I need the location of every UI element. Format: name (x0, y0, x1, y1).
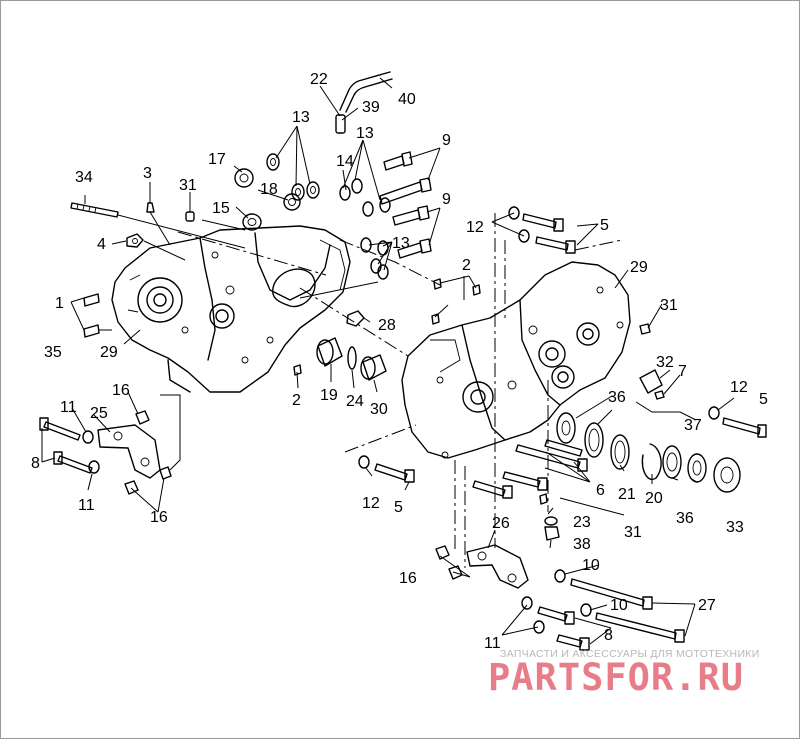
callout-31: 31 (660, 297, 678, 314)
callout-12: 12 (362, 495, 380, 512)
bearing-set-19-24-30 (316, 337, 387, 381)
callout-13: 13 (392, 235, 410, 252)
callout-37: 37 (684, 417, 702, 434)
callout-31: 31 (624, 524, 642, 541)
callout-28: 28 (378, 317, 396, 334)
callout-23: 23 (573, 514, 591, 531)
callout-2: 2 (462, 257, 471, 274)
lower-center-bolts (358, 439, 588, 541)
callout-36: 36 (608, 389, 626, 406)
callouts: 22 40 39 13 13 13 9 9 17 14 18 34 3 31 1… (31, 71, 768, 652)
callout-36: 36 (676, 510, 694, 527)
callout-40: 40 (398, 91, 416, 108)
callout-31: 31 (179, 177, 197, 194)
left-crankcase-half (111, 225, 351, 393)
callout-7: 7 (678, 363, 687, 380)
breather-tube (339, 71, 393, 113)
callout-13: 13 (292, 109, 310, 126)
callout-13: 13 (356, 125, 374, 142)
watermark: ЗАПЧАСТИ И АКСЕССУАРЫ ДЛЯ МОТОТЕХНИКИ PA… (488, 648, 760, 699)
callout-16: 16 (150, 509, 168, 526)
callout-5: 5 (394, 499, 403, 516)
callout-2: 2 (292, 392, 301, 409)
callout-10: 10 (610, 597, 628, 614)
top-right-bolts (508, 206, 651, 335)
watermark-logo: PARTSFOR.RU (488, 656, 744, 699)
callout-5: 5 (759, 391, 768, 408)
callout-6: 6 (596, 482, 605, 499)
callout-29: 29 (630, 259, 648, 276)
callout-8: 8 (31, 455, 40, 472)
callout-12: 12 (466, 219, 484, 236)
callout-24: 24 (346, 393, 364, 410)
breather-fitting (335, 114, 346, 134)
callout-3: 3 (143, 165, 152, 182)
callout-32: 32 (656, 354, 674, 371)
callout-12: 12 (730, 379, 748, 396)
callout-29: 29 (100, 344, 118, 361)
callout-14: 14 (336, 153, 354, 170)
callout-10: 10 (582, 557, 600, 574)
callout-9: 9 (442, 191, 451, 208)
callout-21: 21 (618, 486, 636, 503)
callout-26: 26 (492, 515, 510, 532)
callout-35: 35 (44, 344, 62, 361)
callout-16: 16 (112, 382, 130, 399)
callout-17: 17 (208, 151, 226, 168)
callout-20: 20 (645, 490, 663, 507)
alignment-lines (177, 213, 623, 568)
callout-1: 1 (55, 295, 64, 312)
callout-11: 11 (484, 635, 501, 652)
small-hardware (146, 153, 391, 280)
callout-11: 11 (60, 399, 77, 416)
bracket-26-assembly (435, 544, 685, 651)
callout-19: 19 (320, 387, 338, 404)
callout-16: 16 (399, 570, 417, 587)
callout-27: 27 (698, 597, 716, 614)
callout-38: 38 (573, 536, 591, 553)
callout-30: 30 (370, 401, 388, 418)
callout-15: 15 (212, 200, 230, 217)
bracket-25-assembly (39, 410, 172, 495)
right-bearing-stack (556, 369, 767, 493)
leader-lines (41, 77, 735, 645)
callout-4: 4 (97, 236, 106, 253)
callout-25: 25 (90, 405, 108, 422)
callout-9: 9 (442, 132, 451, 149)
callout-34: 34 (75, 169, 93, 186)
callout-8: 8 (604, 627, 613, 644)
watermark-tagline: ЗАПЧАСТИ И АКСЕССУАРЫ ДЛЯ МОТОТЕХНИКИ (500, 648, 760, 660)
stud-and-dowels (70, 202, 481, 376)
callout-33: 33 (726, 519, 744, 536)
callout-18: 18 (260, 181, 278, 198)
bolts-9 (379, 151, 432, 259)
callout-5: 5 (600, 217, 609, 234)
callout-11: 11 (78, 497, 95, 514)
callout-22: 22 (310, 71, 328, 88)
right-crankcase-half (401, 261, 631, 459)
callout-39: 39 (362, 99, 380, 116)
